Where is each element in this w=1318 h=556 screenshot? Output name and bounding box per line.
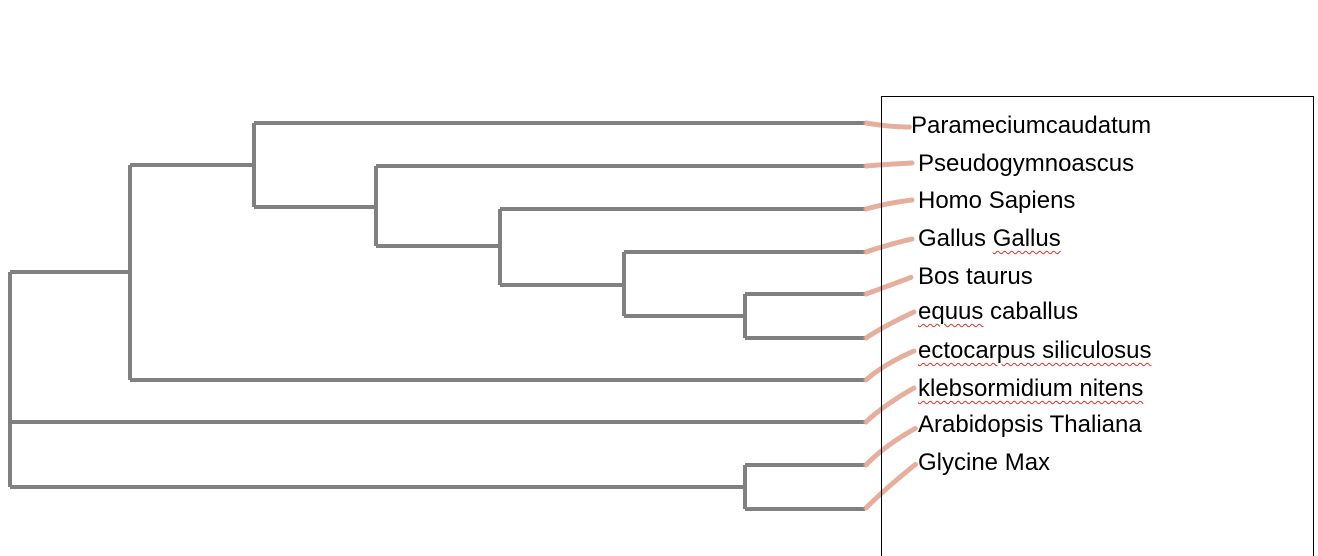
label-connectors xyxy=(863,120,919,511)
connector-line-6 xyxy=(863,348,917,383)
taxon-label-bos-taurus: Bos taurus xyxy=(918,263,1033,290)
taxon-label-homo-sapiens: Homo Sapiens xyxy=(918,187,1076,214)
taxon-label-equus-caballus: equus caballus xyxy=(918,298,1078,326)
taxon-label-pseudogymnoascus: Pseudogymnoascus xyxy=(918,150,1135,177)
connector-line-7 xyxy=(863,385,917,425)
tree-branches xyxy=(8,121,865,511)
connector-line-4 xyxy=(863,274,915,297)
taxon-label-klebsormidium-nitens: klebsormidium nitens xyxy=(918,375,1144,402)
taxon-label-equus-caballus-rest: caballus xyxy=(983,298,1079,325)
connector-line-1 xyxy=(863,160,915,169)
taxon-label-gallus-gallus-flagged: Gallus xyxy=(992,225,1061,252)
connector-line-5 xyxy=(863,309,917,341)
taxon-label-equus-caballus-flagged: equus xyxy=(918,298,984,325)
taxon-label-arabidopsis-thaliana: Arabidopsis Thaliana xyxy=(918,411,1142,438)
taxon-label-ectocarpus-siliculosus: ectocarpus siliculosus xyxy=(918,337,1152,364)
connector-line-9 xyxy=(863,461,919,511)
connector-line-8 xyxy=(863,425,919,468)
taxon-label-glycine-max: Glycine Max xyxy=(918,449,1051,476)
taxon-label-gallus-gallus: Gallus Gallus xyxy=(918,225,1061,253)
taxon-label-gallus-gallus-first: Gallus xyxy=(918,225,993,252)
connector-line-2 xyxy=(863,197,915,212)
connector-line-0 xyxy=(863,120,913,130)
taxon-label-box xyxy=(881,96,1314,556)
taxon-label-paramecium-caudatum: Parameciumcaudatum xyxy=(911,112,1152,139)
connector-line-3 xyxy=(863,236,915,255)
